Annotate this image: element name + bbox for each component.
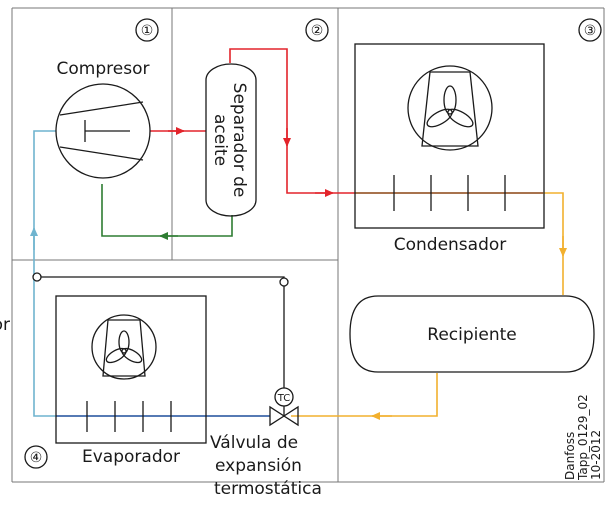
evaporator-fan-guard — [102, 319, 146, 377]
liquid-receiver-to-valve — [291, 373, 438, 417]
cut-off-label: or — [0, 315, 10, 335]
compressor-body — [55, 83, 151, 179]
discharge-separator-to-condenser — [229, 48, 355, 194]
condenser-box — [354, 43, 545, 229]
evaporator-fan-icon — [105, 330, 143, 364]
valve-label-1: Válvula de — [210, 433, 298, 453]
zone-2-number: ② — [311, 23, 324, 39]
sensing-bulb-left — [32, 272, 42, 282]
zone-grid — [11, 7, 605, 483]
receiver: Recipiente — [349, 295, 595, 373]
evaporator-fan-circle — [91, 314, 157, 380]
credits: Danfoss Tapp_0129_02 10-2012 — [563, 394, 603, 481]
zone-4-circle — [24, 445, 48, 469]
zone-2-circle — [305, 18, 329, 42]
zone-1-circle — [135, 18, 159, 42]
valve-label-3: termostática — [214, 479, 322, 499]
condenser — [354, 43, 545, 229]
condenser-fan-icon — [426, 85, 474, 128]
piping — [30, 48, 567, 420]
oil-separator: Separador de aceite — [205, 63, 257, 217]
condenser-fan-guard — [421, 71, 479, 147]
liquid-condenser-to-receiver — [543, 192, 564, 295]
valve-body-right — [282, 405, 299, 427]
sensing-bulb-line — [37, 276, 285, 388]
credits-line-3: 10-2012 — [589, 430, 603, 480]
zone-4-number: ④ — [30, 450, 43, 466]
valve-label-2: expansión — [215, 456, 302, 476]
condenser-fan-circle — [407, 65, 493, 151]
credits-line-2: Tapp_0129_02 — [576, 394, 590, 481]
compressor-label: Compresor — [57, 59, 150, 79]
receiver-label: Recipiente — [427, 325, 516, 345]
credits-line-1: Danfoss — [563, 432, 577, 480]
zone-3-number: ③ — [584, 23, 597, 39]
oil-separator-label-1: Separador de — [229, 83, 249, 198]
zone-1-number: ① — [141, 23, 154, 39]
compressor — [55, 83, 151, 179]
evaporator-label: Evaporador — [82, 447, 180, 467]
expansion-valve — [32, 272, 299, 427]
evaporator — [55, 295, 207, 444]
compressor-inner-top — [59, 101, 144, 116]
oil-separator-label-2: aceite — [210, 114, 230, 166]
valve-symbol-label: TC — [277, 393, 291, 404]
zone-numbers: ① ② ③ ④ — [24, 18, 602, 469]
receiver-vessel — [349, 295, 595, 373]
condenser-label: Condensador — [394, 235, 507, 255]
zone-3-circle — [578, 18, 602, 42]
valve-body-left — [269, 405, 286, 427]
sensing-bulb-right — [279, 277, 289, 287]
evaporator-box — [55, 295, 207, 444]
oil-separator-vessel — [205, 63, 257, 217]
compressor-inner-bottom — [59, 146, 144, 161]
